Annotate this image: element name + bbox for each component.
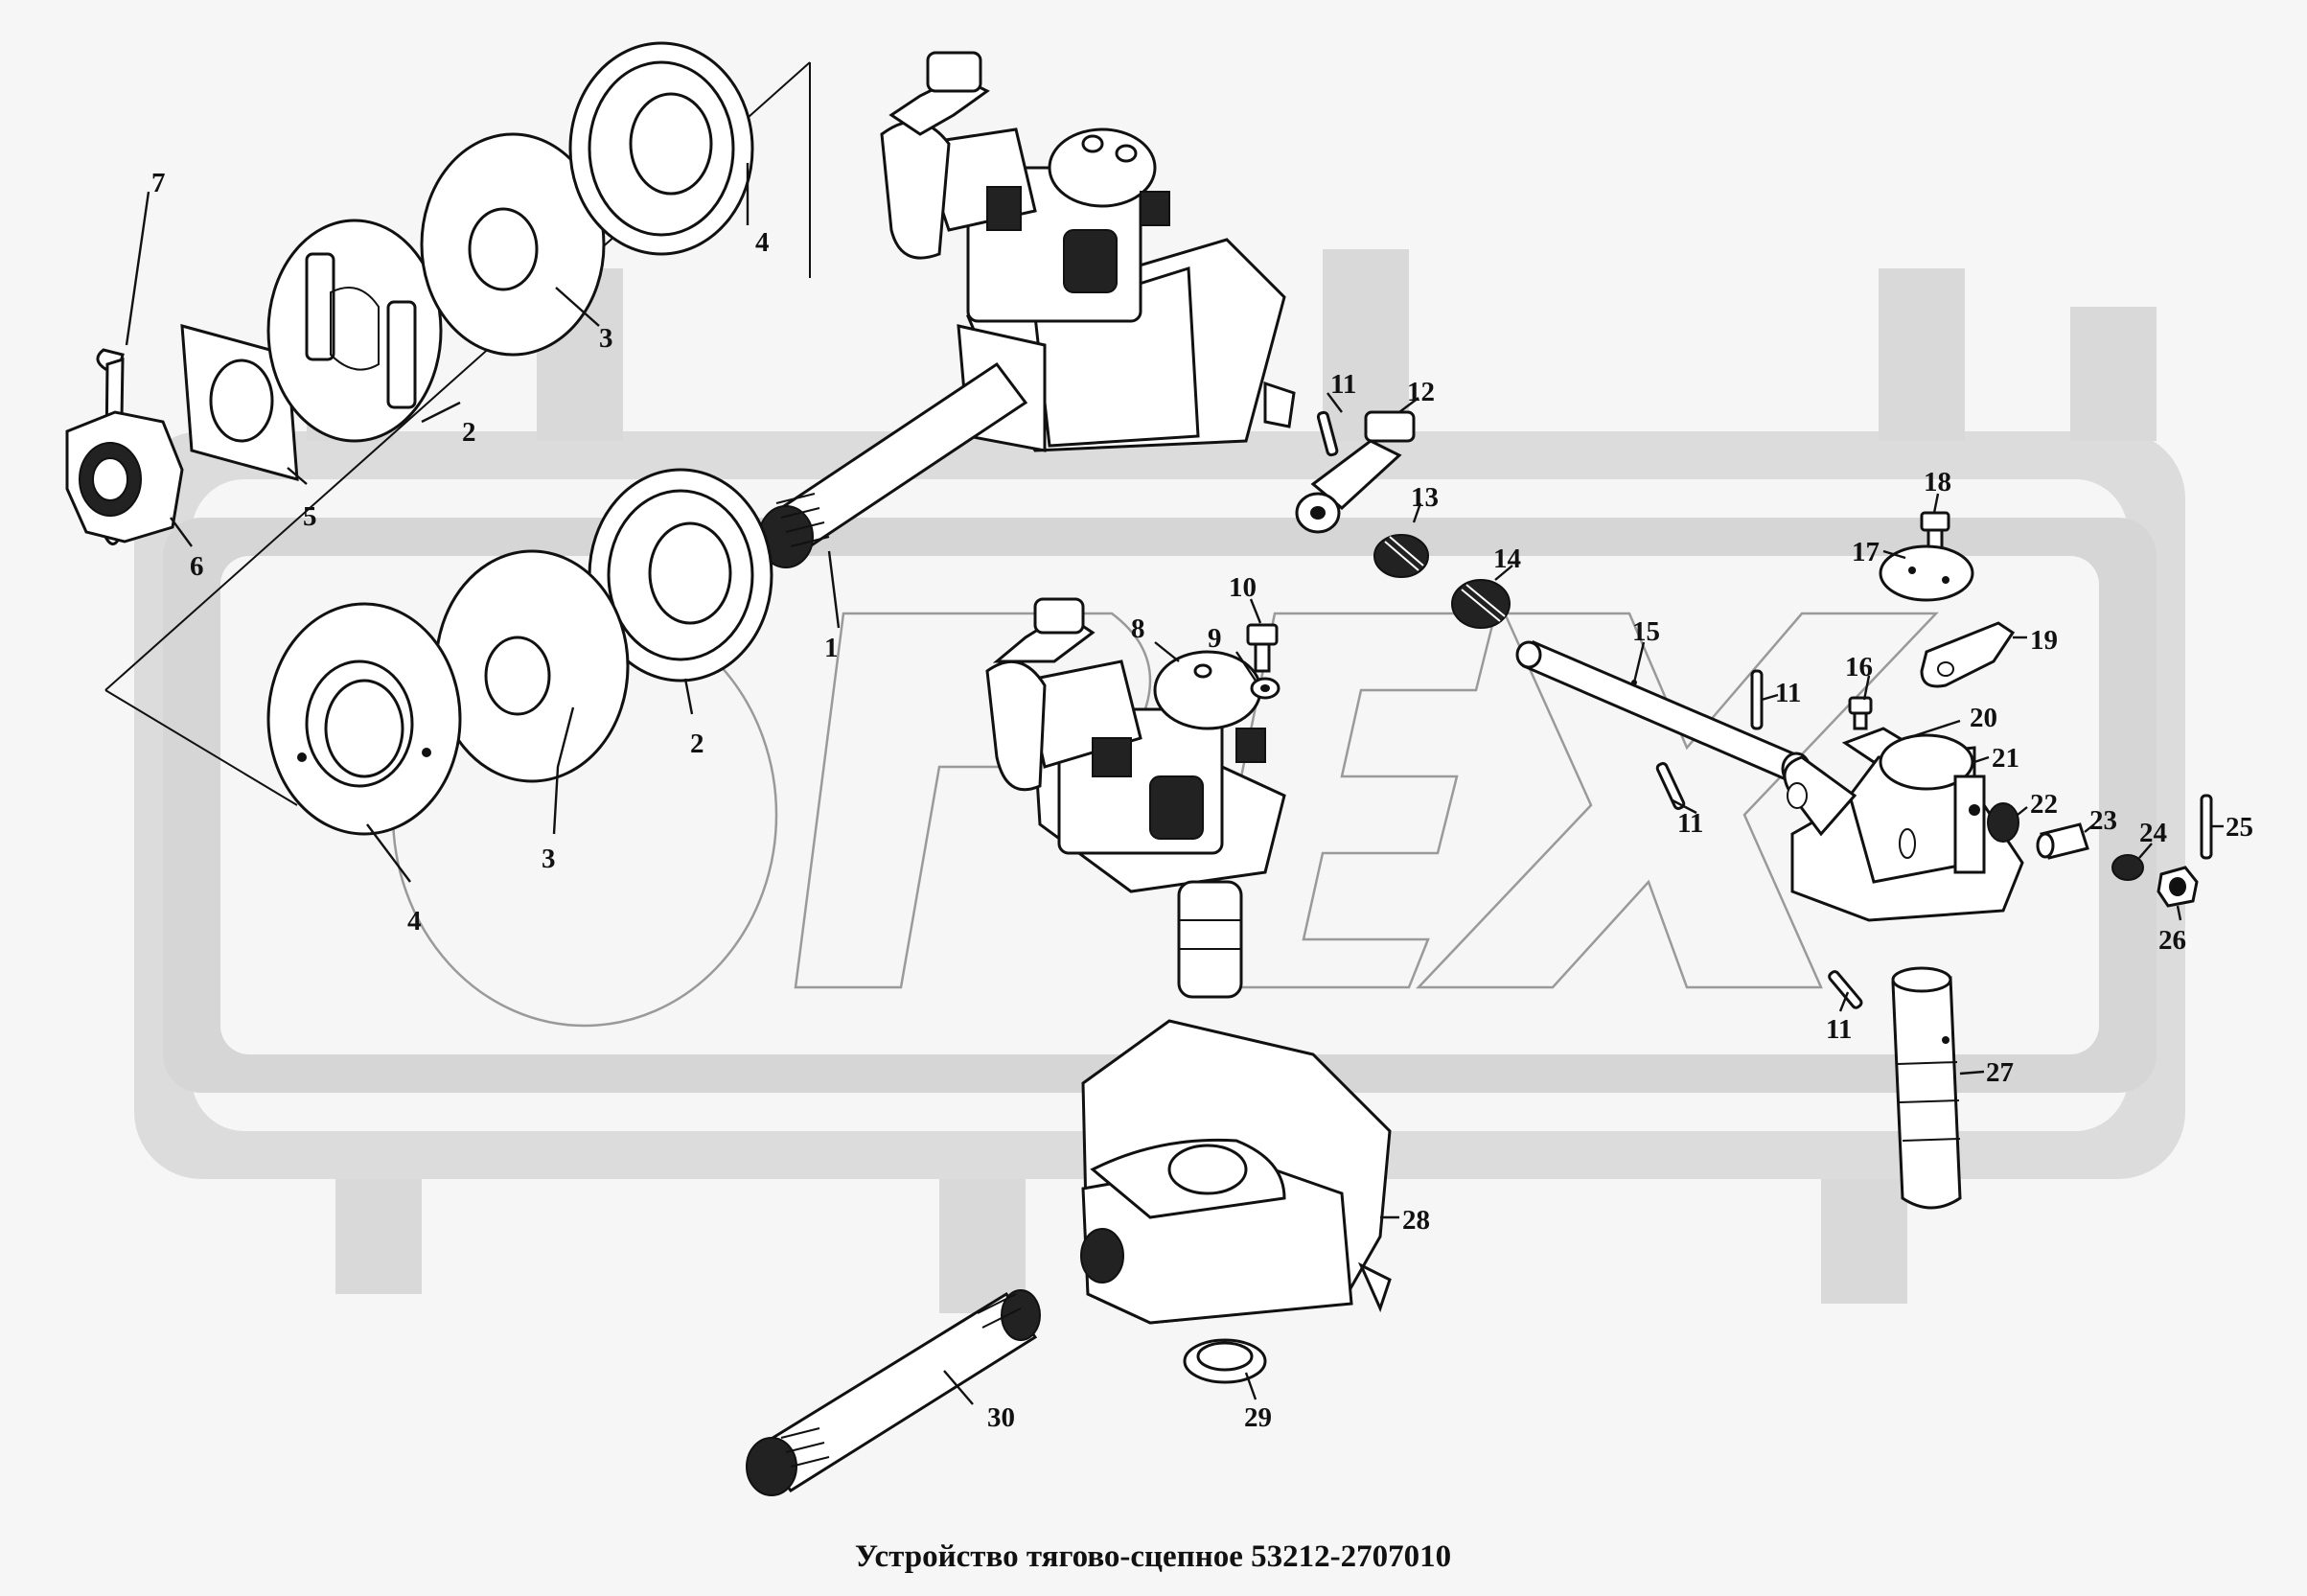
- upper-coupling-assembly: [758, 51, 1296, 568]
- leader-lines: [125, 163, 2224, 1405]
- part-23-plug: [2036, 822, 2089, 860]
- part-11-pins: [1655, 669, 1863, 1009]
- part-4-upper-ring: [568, 41, 754, 256]
- callout-22: 22: [2030, 789, 2058, 820]
- callout-28: 28: [1402, 1205, 1430, 1236]
- part-16-bolt: [1848, 696, 1873, 730]
- callout-20: 20: [1970, 703, 1997, 733]
- part-14-spring: [1451, 579, 1511, 629]
- callout-11-a: 11: [1330, 369, 1356, 400]
- callout-11-b: 11: [1775, 678, 1801, 708]
- callout-23: 23: [2089, 805, 2117, 836]
- part-28-lower-housing: [1080, 1019, 1392, 1325]
- part-2-lower-ring: [588, 468, 773, 682]
- part-2-upper-bracket: [266, 219, 443, 443]
- part-30-pin: [746, 1289, 1041, 1496]
- callout-7: 7: [151, 168, 166, 198]
- part-21-housing: [1783, 733, 2024, 922]
- callout-18: 18: [1924, 467, 1951, 497]
- callout-27: 27: [1986, 1057, 2014, 1088]
- part-27-shaft: [1891, 966, 1962, 1210]
- callout-26: 26: [2158, 925, 2186, 956]
- callout-2-upper: 2: [462, 417, 476, 448]
- callout-5: 5: [303, 501, 317, 532]
- diagram-caption: Устройство тягово-сцепное 53212-2707010: [855, 1539, 1451, 1574]
- callout-11-c: 11: [1677, 808, 1703, 839]
- callout-24: 24: [2139, 818, 2167, 848]
- part-24-spring: [2111, 854, 2144, 881]
- callout-21: 21: [1992, 743, 2019, 774]
- part-3-lower-rubber: [434, 549, 630, 783]
- callout-14: 14: [1493, 544, 1521, 574]
- part-5-washer: [180, 323, 299, 482]
- part-12-lever: [1295, 410, 1416, 534]
- callout-13: 13: [1411, 482, 1439, 513]
- part-13-spring: [1373, 534, 1429, 578]
- middle-coupling-assembly: [985, 597, 1286, 999]
- callout-30: 30: [987, 1402, 1015, 1433]
- part-10-bolt: [1246, 623, 1279, 673]
- callout-6: 6: [190, 551, 204, 582]
- callout-8: 8: [1131, 613, 1145, 644]
- callout-25: 25: [2226, 812, 2253, 843]
- part-25-pin: [2200, 794, 2213, 860]
- part-29-ring: [1183, 1338, 1267, 1384]
- callout-3-lower: 3: [542, 844, 556, 874]
- part-4-lower-flange: [266, 602, 462, 836]
- callout-15: 15: [1632, 616, 1660, 647]
- part-3-upper-rubber: [420, 132, 606, 357]
- callout-17: 17: [1852, 537, 1880, 567]
- callout-1: 1: [824, 633, 839, 663]
- callout-9: 9: [1208, 623, 1222, 654]
- callout-2-lower: 2: [690, 729, 704, 759]
- part-6-castle-nut: [65, 410, 184, 544]
- part-9-washer: [1250, 677, 1280, 700]
- part-17-plate: [1879, 544, 1974, 602]
- callout-4-lower: 4: [407, 906, 422, 937]
- callout-29: 29: [1244, 1402, 1272, 1433]
- part-22-nut: [1987, 802, 2019, 843]
- callout-10: 10: [1229, 572, 1257, 603]
- callout-3-upper: 3: [599, 323, 613, 354]
- callout-11-d: 11: [1826, 1014, 1852, 1045]
- part-26-nut: [2157, 866, 2199, 908]
- part-19-lever: [1920, 621, 2016, 688]
- callout-4-upper: 4: [755, 227, 770, 258]
- part-11-pin-upper: [1316, 410, 1339, 457]
- callout-labels: 1 2 2 3 3 4 4 5 6 7 8 9 10 11 11 11 11 1…: [151, 168, 2253, 1433]
- callout-16: 16: [1845, 652, 1873, 682]
- callout-12: 12: [1407, 377, 1435, 407]
- callout-19: 19: [2030, 625, 2058, 656]
